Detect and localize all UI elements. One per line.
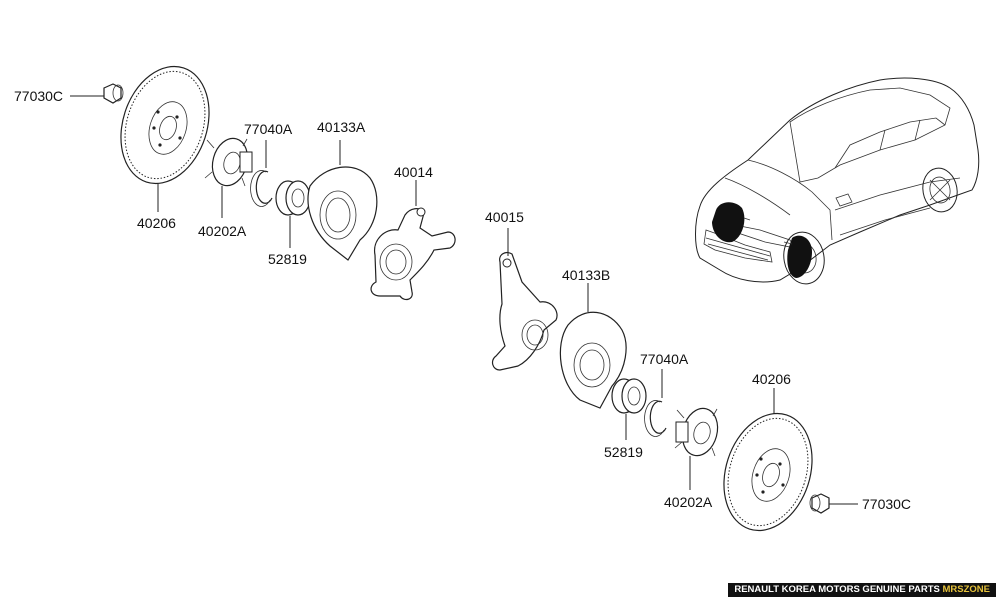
nut-right-part[interactable]	[809, 493, 830, 514]
circlip-left-part[interactable]	[250, 170, 273, 207]
label-bearing-left[interactable]: 52819	[268, 251, 307, 267]
dust-shield-right-part[interactable]	[559, 311, 627, 409]
footer-text: RENAULT KOREA MOTORS GENUINE PARTS	[734, 584, 940, 595]
label-shield-right[interactable]: 40133B	[562, 267, 610, 283]
label-clip-left[interactable]: 77040A	[244, 121, 293, 137]
label-nut-right: 77030C	[862, 496, 911, 512]
label-hub-left[interactable]: 40202A	[198, 223, 247, 239]
label-knuckle-right[interactable]: 40015	[485, 209, 524, 225]
label-knuckle-left[interactable]: 40014	[394, 164, 433, 180]
footer-brand: MRSZONE	[942, 584, 991, 595]
brake-disc-right-part[interactable]	[710, 402, 827, 542]
bearing-left-part[interactable]	[275, 180, 311, 216]
steering-knuckle-right-part[interactable]	[491, 251, 558, 371]
bearing-right-part[interactable]	[611, 378, 647, 414]
footer-brand-banner: RENAULT KOREA MOTORS GENUINE PARTS MRSZO…	[728, 583, 996, 597]
label-disc-right[interactable]: 40206	[752, 371, 791, 387]
wheel-hub-left-part[interactable]	[204, 134, 253, 189]
label-disc-left[interactable]: 40206	[137, 215, 176, 231]
circlip-right-part[interactable]	[644, 400, 667, 437]
label-hub-right[interactable]: 40202A	[664, 494, 713, 510]
wheel-hub-right-part[interactable]	[674, 404, 723, 459]
label-shield-left[interactable]: 40133A	[317, 119, 366, 135]
vehicle-illustration	[695, 77, 980, 285]
dust-shield-left-part[interactable]	[307, 166, 378, 261]
brake-disc-left-part[interactable]	[107, 55, 224, 195]
label-clip-right[interactable]: 77040A	[640, 351, 689, 367]
steering-knuckle-left-part[interactable]	[370, 207, 456, 301]
label-bearing-right[interactable]: 52819	[604, 444, 643, 460]
nut-left-part[interactable]	[103, 83, 124, 104]
label-nut-left[interactable]: 77030C	[14, 88, 63, 104]
